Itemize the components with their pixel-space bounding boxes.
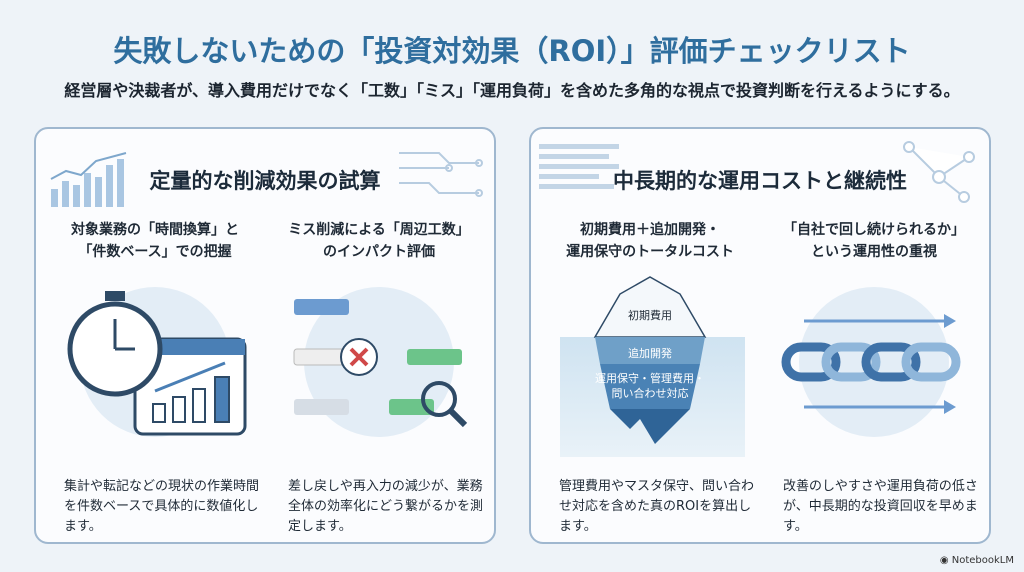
brand-icon: ◉ xyxy=(939,555,952,566)
column-heading: 対象業務の「時間換算」と 「件数ベース」での把握 xyxy=(71,222,239,260)
column-description: 集計や転記などの現状の作業時間を件数ベースで具体的に数値化します。 xyxy=(64,479,260,534)
column-heading: ミス削減による「周辺工数」 のインパクト評価 xyxy=(288,222,470,260)
iceberg-icon xyxy=(593,276,707,444)
panel-operational-cost: 中長期的な運用コストと継続性 初期費用＋追加開発・ 運用保守のトータルコスト 初… xyxy=(529,127,991,544)
iceberg-label-initial: 初期費用 xyxy=(628,309,672,322)
network-nodes-icon xyxy=(903,141,975,203)
panel-heading: 中長期的な運用コストと継続性 xyxy=(613,169,907,193)
notebooklm-logo: ◉ NotebookLM xyxy=(940,555,1014,566)
column-sustainability: 「自社で回し続けられるか」 という運用性の重視 改善のしやすさや運用負荷の低さが… xyxy=(769,219,979,537)
iceberg-diagram: 初期費用 追加開発 運用保守・管理費用・ 問い合わせ対応 xyxy=(545,269,755,459)
column-description: 差し戻しや再入力の減少が、業務全体の効率化にどう繋がるかを測定します。 xyxy=(288,479,484,534)
stopwatch-calendar-icon xyxy=(67,291,247,436)
column-time-conversion: 対象業務の「時間換算」と 「件数ベース」での把握 集計や転記などの現状の作業時間… xyxy=(50,219,260,537)
column-total-cost: 初期費用＋追加開発・ 運用保守のトータルコスト 初期費用 追加開発 運用保守・管… xyxy=(545,219,755,537)
panel-quantitative: 定量的な削減効果の試算 対象業務の「時間換算」と 「件数ベース」での把握 集計や… xyxy=(34,127,496,544)
panel-heading: 定量的な削減効果の試算 xyxy=(149,169,381,193)
page-subtitle: 経営層や決裁者が、導入費用だけでなく「工数」「ミス」「運用負荷」を含めた多角的な… xyxy=(64,81,960,100)
column-heading: 「自社で回し続けられるか」 という運用性の重視 xyxy=(783,222,965,260)
chain-arrows-icon xyxy=(781,314,961,414)
column-description: 改善のしやすさや運用負荷の低さが、中長期的な投資回収を早めます。 xyxy=(783,479,978,534)
iceberg-label-maintenance: 運用保守・管理費用・ 問い合わせ対応 xyxy=(595,372,705,400)
page-title: 失敗しないための「投資対効果（ROI）」評価チェックリスト xyxy=(113,34,911,68)
brand-label: NotebookLM xyxy=(951,555,1014,566)
column-heading: 初期費用＋追加開発・ 運用保守のトータルコスト xyxy=(566,222,734,260)
text-lines-icon xyxy=(539,144,619,189)
flowchart-error-magnifier-icon xyxy=(293,299,468,428)
column-description: 管理費用やマスタ保守、問い合わせ対応を含めた真のROIを算出します。 xyxy=(559,479,755,534)
column-error-impact: ミス削減による「周辺工数」 のインパクト評価 差し戻しや再入力の減少が、業務全体… xyxy=(274,219,484,537)
bar-chart-icon xyxy=(50,152,127,207)
iceberg-label-additional: 追加開発 xyxy=(628,347,672,360)
circuit-icon xyxy=(399,152,483,197)
